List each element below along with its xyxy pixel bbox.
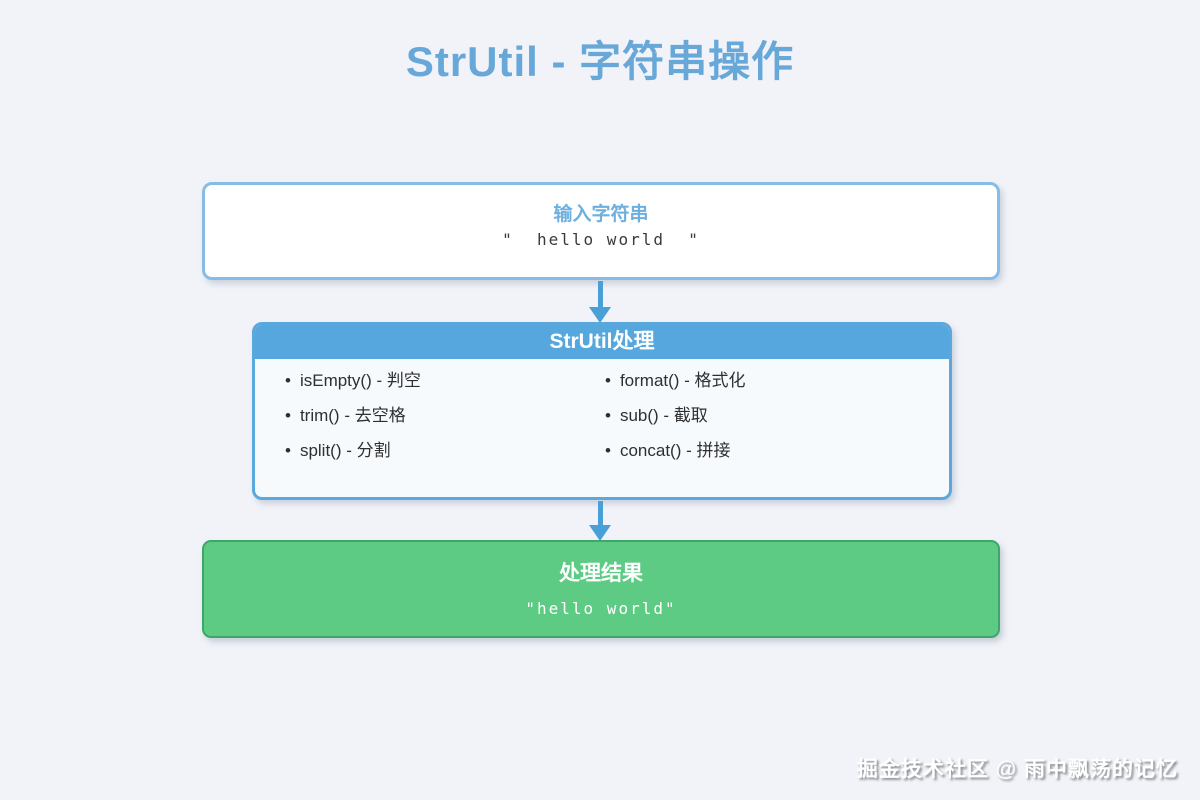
arrow-shaft — [597, 281, 603, 307]
arrow-head — [589, 307, 611, 323]
method-item-isempty: isEmpty() - 判空 — [285, 363, 605, 398]
method-item-split: split() - 分割 — [285, 433, 605, 468]
process-box-title: StrUtil处理 — [255, 325, 949, 359]
page-title: StrUtil - 字符串操作 — [405, 38, 795, 85]
method-item-concat: concat() - 拼接 — [605, 433, 949, 468]
input-box-title: 输入字符串 — [553, 204, 649, 225]
method-item-sub: sub() - 截取 — [605, 398, 949, 433]
arrow-head — [589, 525, 611, 541]
input-string-value: " hello world " — [502, 230, 700, 249]
method-item-format: format() - 格式化 — [605, 363, 949, 398]
strutil-process-box: StrUtil处理 isEmpty() - 判空 format() - 格式化 … — [252, 322, 952, 500]
result-box: 处理结果 "hello world" — [202, 540, 1000, 638]
result-string-value: "hello world" — [525, 599, 677, 618]
result-box-title: 处理结果 — [559, 562, 643, 585]
arrow-down-icon — [589, 501, 611, 541]
method-list: isEmpty() - 判空 format() - 格式化 trim() - 去… — [255, 359, 949, 468]
input-string-box: 输入字符串 " hello world " — [202, 182, 1000, 280]
arrow-shaft — [597, 501, 603, 525]
method-item-trim: trim() - 去空格 — [285, 398, 605, 433]
arrow-down-icon — [589, 281, 611, 323]
watermark: 掘金技术社区 @ 雨中飘荡的记忆 — [856, 758, 1178, 781]
